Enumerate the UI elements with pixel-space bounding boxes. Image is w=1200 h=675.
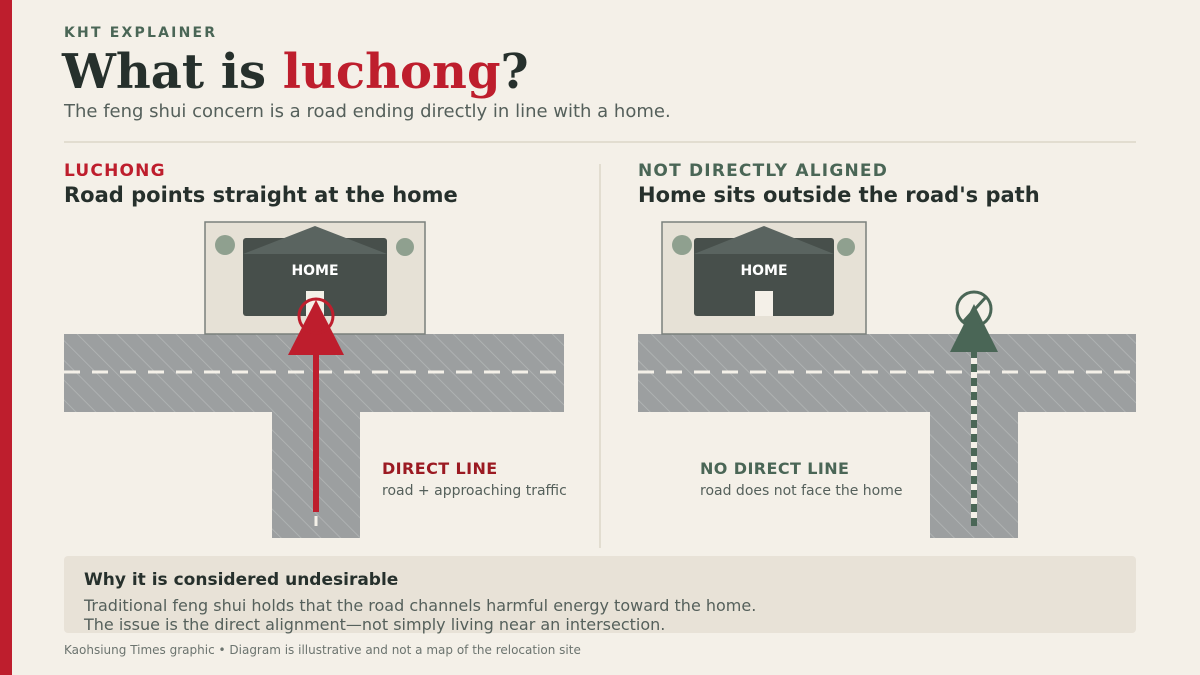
no-target-icon [955, 290, 993, 328]
page-subtitle: The feng shui concern is a road ending d… [64, 101, 671, 122]
right-road [638, 334, 1136, 538]
explanation-box: Why it is considered undesirable Traditi… [64, 556, 1136, 634]
right-offset-arrow [950, 290, 998, 526]
tree-icon [215, 235, 235, 255]
explanation-title: Why it is considered undesirable [84, 570, 399, 590]
left-label: DIRECT LINE road + approaching traffic [382, 459, 567, 499]
header-divider [64, 141, 1136, 143]
panel-divider [599, 164, 601, 548]
left-label-sub: road + approaching traffic [382, 483, 567, 499]
page-title: What is luchong? [62, 42, 529, 102]
title-prefix: What is [62, 44, 283, 100]
explanation-line: Traditional feng shui holds that the roa… [84, 596, 757, 615]
source-footer: Kaohsiung Times graphic • Diagram is ill… [64, 643, 581, 657]
tree-icon [672, 235, 692, 255]
accent-bar [0, 0, 12, 675]
right-home-lot: HOME [661, 221, 867, 335]
left-direct-arrow [288, 297, 344, 512]
title-suffix: ? [500, 44, 529, 100]
right-diagram: HOME [638, 221, 1136, 538]
tree-icon [396, 238, 414, 256]
right-label-sub: road does not face the home [700, 483, 903, 499]
left-label-head: DIRECT LINE [382, 459, 498, 478]
left-home-lot: HOME [204, 221, 426, 335]
right-label-head: NO DIRECT LINE [700, 459, 850, 478]
house-door [755, 291, 773, 316]
house [243, 238, 387, 316]
explanation-line: The issue is the direct alignment—not si… [84, 615, 666, 634]
right-label: NO DIRECT LINE road does not face the ho… [700, 459, 903, 499]
left-panel-title: Road points straight at the home [64, 183, 458, 207]
right-panel-title: Home sits outside the road's path [638, 183, 1040, 207]
left-home-label: HOME [291, 263, 338, 279]
right-panel-kicker: NOT DIRECTLY ALIGNED [638, 161, 889, 181]
section-kicker: KHT EXPLAINER [64, 25, 218, 41]
target-icon [297, 297, 335, 335]
house-roof [694, 226, 834, 254]
title-highlight: luchong [282, 44, 501, 100]
left-diagram: HOME [64, 221, 564, 538]
left-panel-kicker: LUCHONG [64, 161, 166, 181]
right-home-label: HOME [740, 263, 787, 279]
tree-icon [837, 238, 855, 256]
house-roof [243, 226, 387, 254]
house [694, 238, 834, 316]
